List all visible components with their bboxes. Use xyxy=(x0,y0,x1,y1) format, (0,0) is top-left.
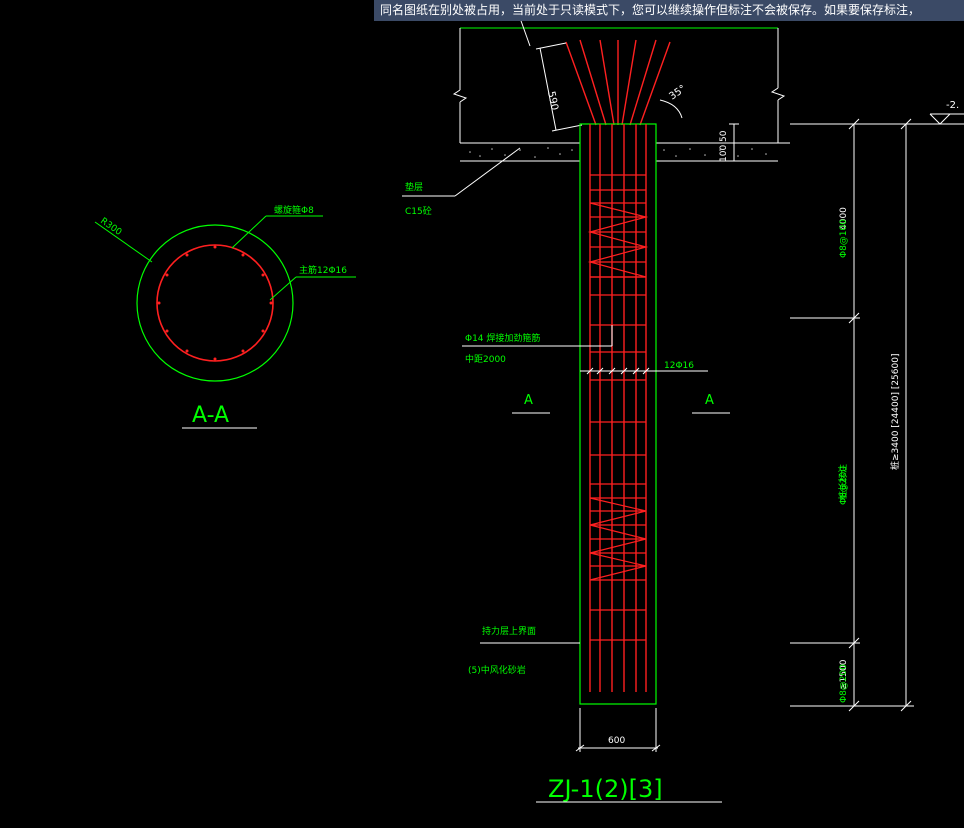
bearing-layer-label: 持力层上界面 xyxy=(482,625,536,637)
dim-50-label: 50 xyxy=(719,130,729,142)
angle-arc xyxy=(659,99,683,119)
spiral-leader xyxy=(231,215,267,249)
longitudinal-bars xyxy=(589,124,647,692)
main-bar-label: 主筋12Φ16 xyxy=(299,264,347,276)
dim-590-label: 590 xyxy=(545,90,560,111)
dim-4000-label: 4000 xyxy=(839,207,849,230)
main-bars-ticks xyxy=(586,367,650,375)
cushion-material: C15砼 xyxy=(405,205,432,217)
bearing-note-label: 桩长标注 xyxy=(837,464,849,500)
readonly-notice-bar: 同名图纸在别处被占用，当前处于只读模式下，您可以继续操作但标注不会被保存。如果要… xyxy=(374,0,964,21)
elevation-label: -2. xyxy=(946,100,959,111)
total-length-label: 桩≥3400 [24400] [25600] xyxy=(889,354,901,470)
dim-100-label: 100 xyxy=(719,145,729,162)
anchor-bars xyxy=(565,39,671,126)
spiral-zigzag-upper xyxy=(587,202,649,278)
section-a-a: R300 螺旋箍Φ8 主筋12Φ16 A-A xyxy=(94,204,356,429)
angle-label: 35° xyxy=(667,83,688,102)
spiral-stirrups-lower xyxy=(590,421,646,641)
cushion-hatch xyxy=(469,147,767,158)
section-mark-right: A xyxy=(705,393,714,408)
dim-590 xyxy=(519,17,583,132)
stirrup-label: Φ14 焊接加劲箍筋 xyxy=(465,332,540,344)
elevation-marker xyxy=(790,113,964,125)
width-dim-label: 600 xyxy=(608,736,625,746)
right-dim-chain xyxy=(790,118,914,712)
dim-1500-label: ≥1500 xyxy=(839,659,849,690)
rebar-cage-circle xyxy=(156,244,274,362)
spacing-top-label: Φ8@100 xyxy=(839,219,849,258)
spacing-mid-label: Φ8@200 xyxy=(839,466,849,505)
soil-layer-label: (5)中风化砂岩 xyxy=(468,664,526,676)
spacing-bottom-label: Φ8@200 xyxy=(839,664,849,703)
dims-50-100 xyxy=(729,123,739,162)
main-bar-dots xyxy=(157,245,273,361)
spiral-zigzag-lower xyxy=(589,497,647,581)
width-dim xyxy=(575,708,661,752)
pile-outline-circle xyxy=(136,224,294,382)
pile-outline xyxy=(579,123,657,705)
radius-leader xyxy=(94,221,153,263)
main-bars-label: 12Φ16 xyxy=(664,361,694,371)
stirrup-spacing-label: 中距2000 xyxy=(465,353,506,365)
main-bar-leader xyxy=(269,276,297,301)
pile-cap xyxy=(452,27,790,162)
cushion-leader xyxy=(454,147,521,197)
cushion-label: 垫层 xyxy=(405,181,423,193)
spiral-label: 螺旋箍Φ8 xyxy=(274,204,314,216)
section-title: A-A xyxy=(192,403,229,428)
section-mark-left: A xyxy=(524,393,533,408)
pile-title: ZJ-1(2)[3] xyxy=(548,775,663,803)
